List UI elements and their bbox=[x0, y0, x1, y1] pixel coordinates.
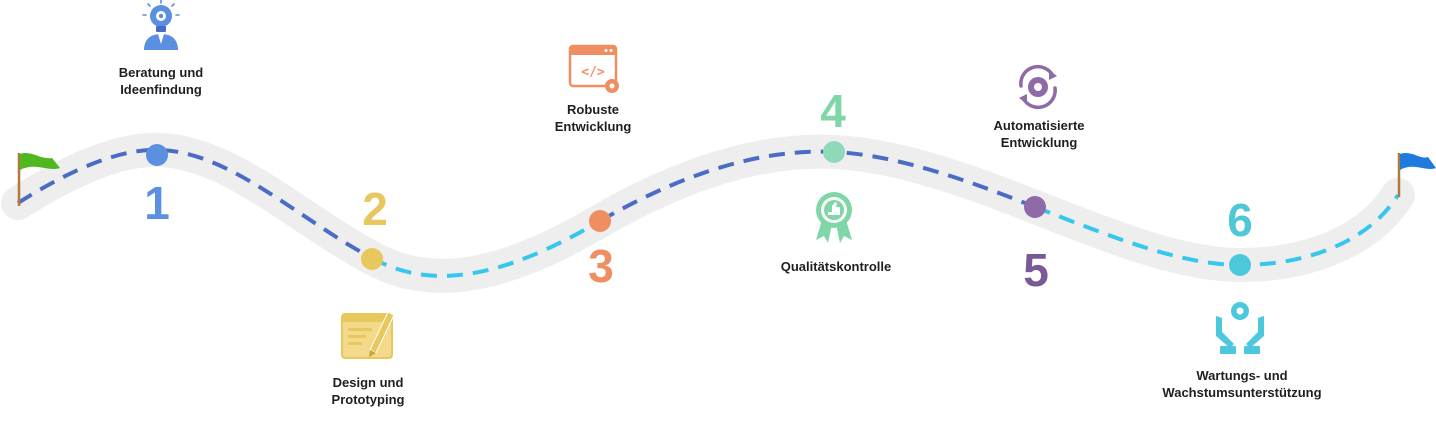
step-4-label-line1: Qualitätskontrolle bbox=[780, 259, 892, 274]
design-board-icon bbox=[341, 311, 395, 359]
step-4-label: Qualitätskontrolle bbox=[736, 258, 936, 275]
step-4-marker bbox=[823, 141, 845, 163]
quality-badge-icon bbox=[816, 192, 852, 243]
step-2-label-line1: Design und bbox=[332, 375, 404, 390]
step-5-label-line1: Automatisierte bbox=[993, 118, 1085, 133]
step-6-number: 6 bbox=[1227, 194, 1253, 246]
step-2-marker bbox=[361, 248, 383, 270]
step-3-label: Robuste Entwicklung bbox=[493, 101, 693, 135]
step-4-number: 4 bbox=[820, 85, 846, 137]
step-2-number: 2 bbox=[362, 183, 388, 235]
start-flag-icon bbox=[17, 153, 60, 206]
step-1-marker bbox=[146, 144, 168, 166]
step-1-number: 1 bbox=[144, 177, 170, 229]
road-band bbox=[1, 132, 1415, 293]
step-3-marker bbox=[589, 210, 611, 232]
lightbulb-person-icon bbox=[142, 0, 180, 50]
finish-flag-icon bbox=[1397, 153, 1436, 197]
step-6-label: Wartungs- und Wachstumsunterstützung bbox=[1142, 367, 1342, 401]
step-6-label-line1: Wartungs- und bbox=[1196, 368, 1288, 383]
step-1-label-line1: Beratung und bbox=[118, 65, 204, 80]
step-5-label: Automatisierte Entwicklung bbox=[939, 117, 1139, 151]
step-5-label-line2: Entwicklung bbox=[1000, 135, 1078, 150]
step-2-label-line2: Prototyping bbox=[331, 392, 405, 407]
step-3-label-line2: Entwicklung bbox=[554, 119, 632, 134]
hands-gear-icon bbox=[1216, 302, 1264, 354]
step-3-number: 3 bbox=[588, 240, 614, 292]
code-window-icon: </> bbox=[568, 44, 619, 93]
step-5-marker bbox=[1024, 196, 1046, 218]
step-1-label-line2: Ideenfindung bbox=[120, 82, 202, 97]
step-3-label-line1: Robuste bbox=[567, 102, 619, 117]
step-2-label: Design und Prototyping bbox=[268, 374, 468, 408]
step-5-number: 5 bbox=[1023, 244, 1049, 296]
step-6-label-line2: Wachstumsunterstützung bbox=[1162, 385, 1322, 400]
svg-text:</>: </> bbox=[581, 65, 605, 80]
automation-gear-icon bbox=[1019, 65, 1057, 109]
step-6-marker bbox=[1229, 254, 1251, 276]
step-1-label: Beratung und Ideenfindung bbox=[61, 64, 261, 98]
